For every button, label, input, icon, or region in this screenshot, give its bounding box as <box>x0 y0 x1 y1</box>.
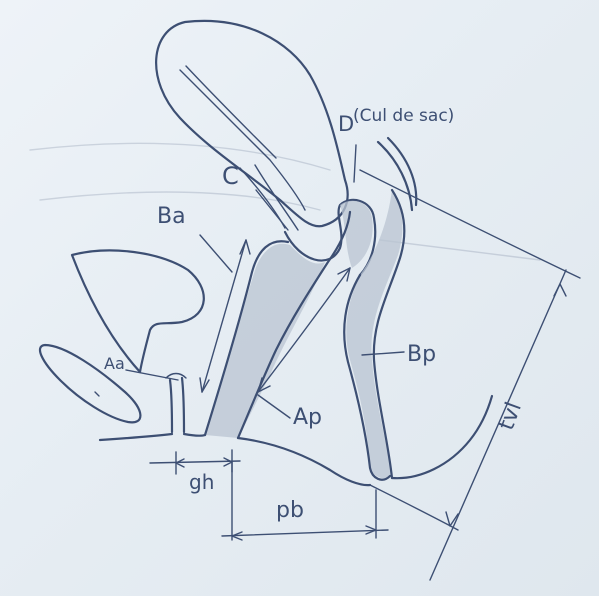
anterior-vaginal-wall <box>205 212 350 438</box>
label-c: C <box>222 162 239 190</box>
label-bp: Bp <box>407 342 436 367</box>
label-d-note: (Cul de sac) <box>353 106 454 126</box>
posterior-vaginal-wall <box>344 138 492 480</box>
label-aa: Aa <box>104 354 125 373</box>
label-gh: gh <box>189 470 214 494</box>
pb-dimension <box>222 462 388 540</box>
uterus-outline <box>156 21 347 230</box>
pubic-bone <box>40 345 140 422</box>
urethra <box>166 374 186 433</box>
label-d: D <box>338 112 354 136</box>
label-ap: Ap <box>293 405 322 430</box>
label-ba: Ba <box>157 204 186 229</box>
perineum-outline <box>100 434 370 485</box>
label-pb: pb <box>276 498 304 523</box>
bladder-outline <box>72 250 204 372</box>
